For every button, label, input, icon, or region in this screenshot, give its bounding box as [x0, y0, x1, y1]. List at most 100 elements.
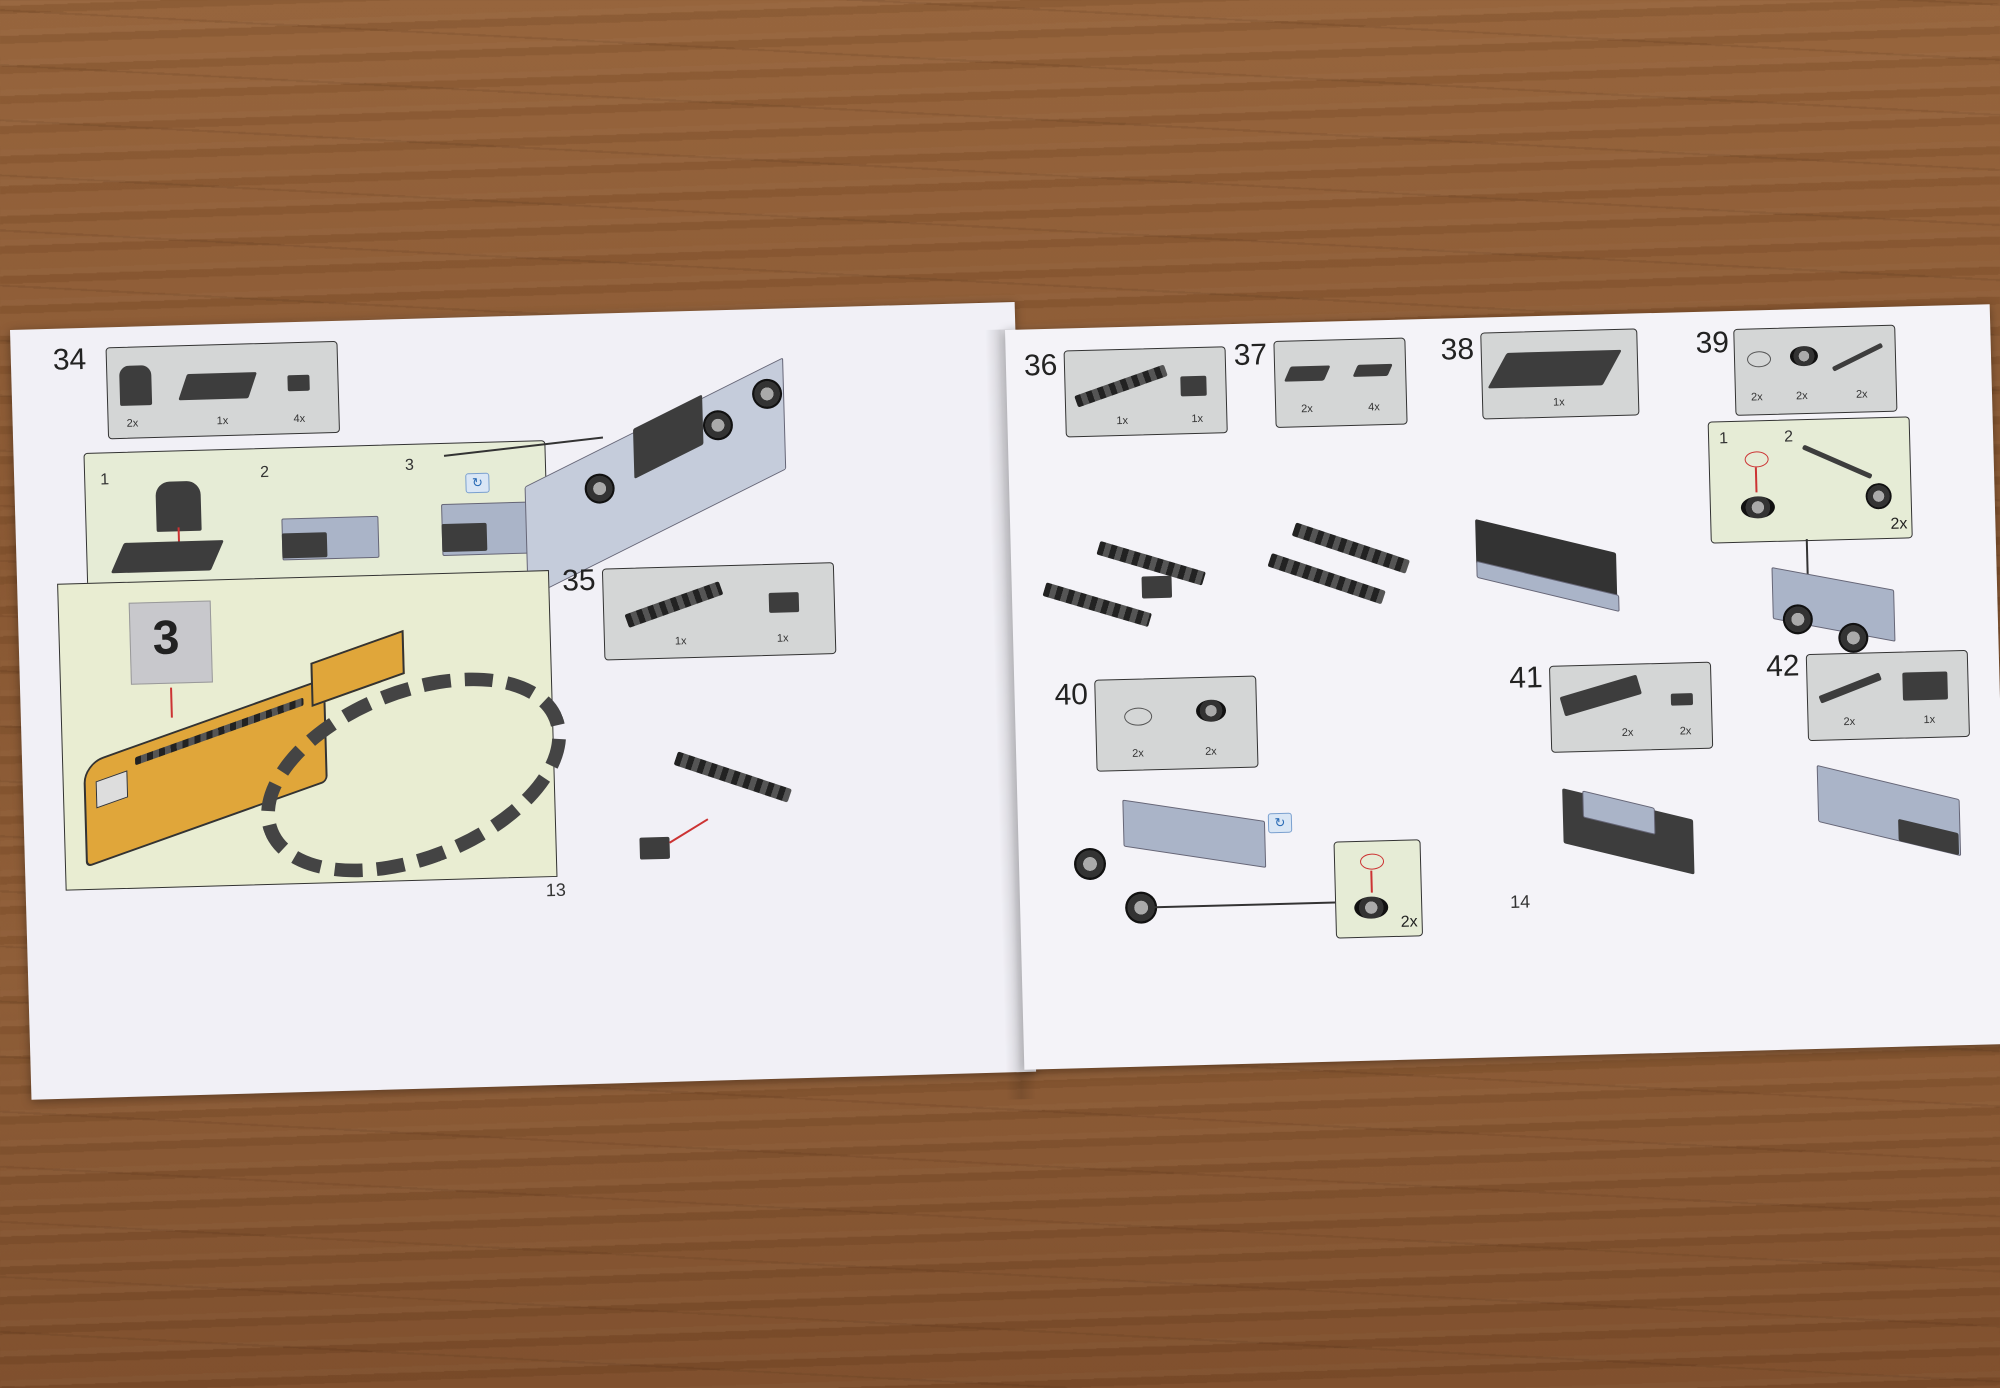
part-wheel [1789, 345, 1819, 367]
part-qty: 2x [1204, 745, 1217, 758]
page-number-14: 14 [1509, 891, 1531, 912]
step-35-beam [673, 751, 792, 803]
part-small-plate [1670, 693, 1694, 706]
step-36-connector [1141, 575, 1173, 599]
step-39-number: 39 [1695, 326, 1730, 360]
part-qty: 1x [1191, 412, 1204, 426]
chassis-body [524, 357, 787, 599]
step-42-parts-box: 2x 1x [1805, 649, 1970, 742]
loco-window [95, 770, 129, 809]
track-oval [231, 632, 596, 918]
step-36-parts-box: 1x 1x [1063, 346, 1228, 438]
substep-3: 3 [404, 456, 415, 475]
step-40-substep-box: 2x [1333, 839, 1424, 939]
page-number-13: 13 [545, 879, 567, 901]
part-tile [1352, 363, 1393, 377]
part-bogie-frame [1559, 674, 1642, 717]
wheel [1837, 622, 1869, 654]
step-41-number: 41 [1508, 661, 1544, 695]
step-38-parts-box: 1x [1480, 328, 1640, 420]
step-39-parts-box: 2x 2x 2x [1733, 324, 1898, 416]
step-36-number: 36 [1023, 348, 1058, 383]
part-qty: 2x [1621, 726, 1634, 739]
part-small-brick [287, 374, 310, 392]
part-qty: 2x [1855, 388, 1868, 401]
arch-brick [155, 480, 202, 532]
step-34-number: 34 [52, 342, 87, 377]
substep-1: 1 [99, 471, 110, 489]
part-qty: 2x [1301, 402, 1313, 416]
part-qty: 1x [1116, 414, 1129, 428]
wheel [1740, 495, 1776, 519]
callout-line [1150, 901, 1336, 908]
part-axle [1831, 342, 1884, 372]
part-large-plate [1487, 349, 1622, 389]
part-qty: 2x [1131, 747, 1144, 760]
assembly-3-dark [441, 522, 488, 553]
substep-2: 2 [1783, 428, 1794, 446]
wheel [1353, 896, 1389, 920]
arrow-icon [170, 687, 173, 718]
wheel [1782, 603, 1814, 635]
part-qty: 4x [293, 412, 306, 426]
part-qty: 2x [1843, 715, 1856, 729]
step-40-parts-box: 2x 2x [1094, 675, 1259, 772]
part-connector [1180, 375, 1207, 397]
step-39-substeps-box: 1 2 2x [1707, 416, 1913, 544]
part-technic-rod [1818, 672, 1882, 704]
bag-icon: 3 [128, 600, 213, 685]
part-wheel [1195, 699, 1227, 723]
part-plate [1283, 365, 1331, 382]
part-qty: 2x [126, 417, 139, 430]
right-page: 36 1x 1x 37 2x 4x 38 1x 39 2x 2x 2x 1 2 [1005, 304, 2000, 1070]
part-qty: 4x [1367, 401, 1380, 414]
step-34-parts-box: 2x 1x 4x [105, 340, 340, 440]
substep-1: 1 [1718, 430, 1729, 448]
left-page: 34 2x 1x 4x 1 2 3 ↻ 3 [10, 301, 1037, 1100]
sub-multiplier: 2x [1890, 515, 1908, 533]
tire [1744, 451, 1769, 468]
step-35-number: 35 [561, 563, 597, 598]
sub-multiplier: 2x [1400, 913, 1418, 931]
part-arch-brick [119, 365, 153, 406]
bag-number: 3 [151, 611, 181, 666]
tire [1359, 853, 1385, 870]
part-qty: 1x [674, 635, 687, 648]
part-qty: 1x [216, 414, 229, 428]
step-36-beam-bottom [1042, 582, 1152, 628]
step-40-number: 40 [1054, 677, 1089, 712]
part-qty: 1x [1923, 713, 1936, 727]
part-slope-plate [178, 372, 258, 401]
rotate-icon: ↻ [465, 472, 490, 494]
part-tire [1746, 350, 1772, 368]
rotate-icon: ↻ [1267, 812, 1293, 834]
part-technic-beam [1074, 364, 1168, 408]
arrow-icon [669, 818, 709, 844]
part-tire [1123, 707, 1153, 727]
loco-roof [134, 697, 304, 766]
part-qty: 1x [1552, 396, 1565, 409]
step-38-number: 38 [1440, 332, 1475, 367]
step-41-parts-box: 2x 2x [1548, 661, 1714, 753]
substep-2: 2 [259, 463, 270, 482]
part-qty: 1x [776, 632, 789, 645]
arrow-icon [1754, 467, 1758, 493]
step-35-parts-box: 1x 1x [601, 562, 837, 661]
part-qty: 2x [1750, 391, 1763, 404]
arrow-icon [1370, 870, 1373, 893]
step-37-number: 37 [1233, 338, 1268, 373]
wheel [1073, 847, 1107, 881]
assembly-2-dark [281, 532, 328, 559]
base-plate [110, 540, 224, 574]
step-40-base-assembly [1122, 799, 1267, 868]
loco-chassis-assembly [511, 348, 816, 599]
part-qty: 2x [1679, 725, 1692, 738]
axle [1801, 444, 1873, 480]
step-37-parts-box: 2x 4x [1273, 337, 1408, 428]
part-motor-connector [768, 592, 800, 613]
part-coupler [1902, 671, 1948, 701]
step-42-number: 42 [1765, 649, 1800, 684]
part-qty: 2x [1795, 390, 1808, 403]
step-35-connector [639, 836, 671, 860]
part-technic-beam [624, 581, 724, 628]
